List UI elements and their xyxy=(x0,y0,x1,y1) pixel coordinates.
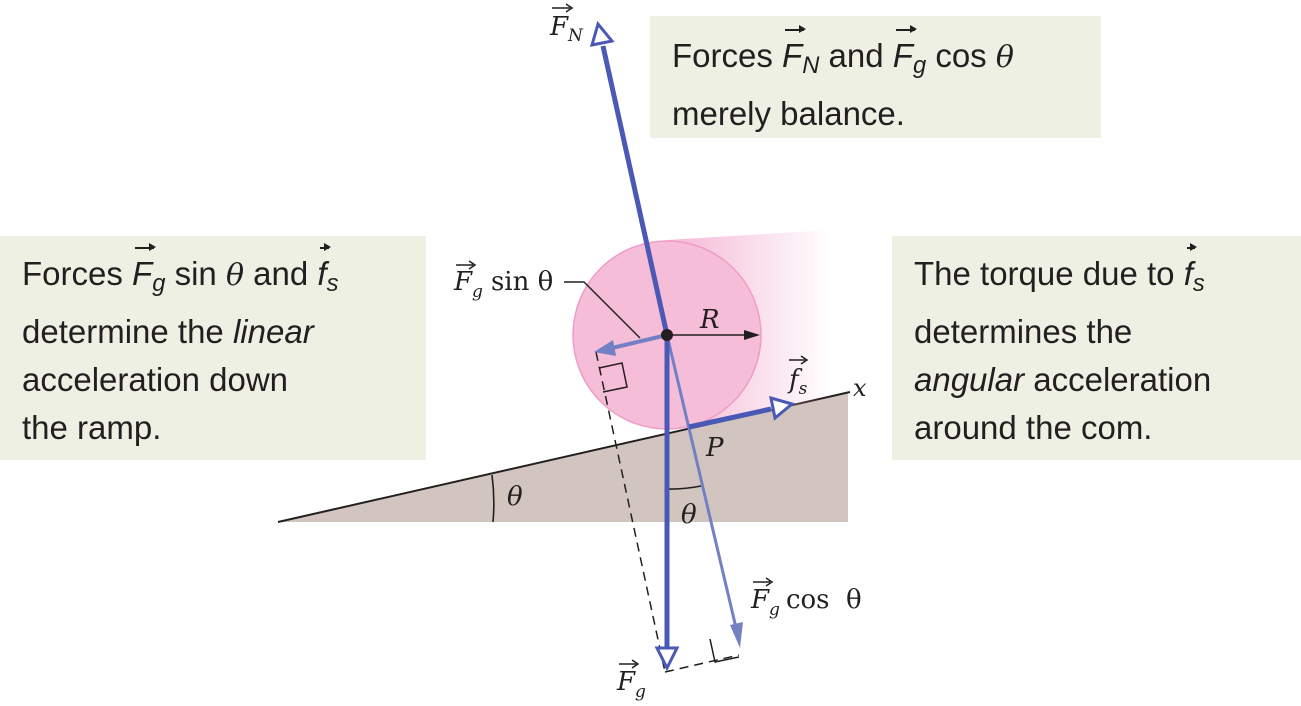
fg-label: Fg xyxy=(616,667,646,702)
caption-balance: Forces FN and Fg cos θ merely balance. xyxy=(650,16,1101,138)
caption-angular-line-1: The torque due to fs xyxy=(914,243,1301,308)
caption-emphasis: angular xyxy=(914,360,1025,398)
fg-cos-arrow-head xyxy=(730,622,743,648)
subscript: g xyxy=(152,269,166,297)
caption-text: determine the xyxy=(22,312,233,350)
subscript: g xyxy=(912,51,927,79)
caption-linear-line-4: the ramp. xyxy=(22,408,162,446)
fg-label-vector-arrow xyxy=(619,659,640,669)
caption-text: The torque due to xyxy=(914,255,1184,292)
contact-point-label: P xyxy=(705,433,724,463)
caption-emphasis: linear xyxy=(232,312,314,350)
caption-text: and xyxy=(819,37,893,74)
caption-linear-line-2: determine the linear xyxy=(22,308,426,356)
caption-balance-line-1: Forces FN and Fg cos θ xyxy=(672,25,1101,90)
caption-angular-line-3: angular acceleration xyxy=(914,356,1301,404)
right-angle-marker-bottom xyxy=(709,638,740,663)
fg-cos-label-vector-arrow xyxy=(753,577,774,587)
caption-text: cos xyxy=(926,37,996,74)
fs-label-vector-arrow xyxy=(789,355,809,365)
fg-sin-leader xyxy=(564,281,641,339)
dashed-line-left xyxy=(595,351,666,673)
fn-label: FN xyxy=(549,12,584,46)
vector-f: F xyxy=(893,25,918,80)
caption-text: Forces xyxy=(672,37,783,74)
radius-label: R xyxy=(699,305,720,335)
center-of-mass-dot xyxy=(661,329,673,341)
fn-arrow-shaft xyxy=(600,45,670,336)
fg-sin-arrow-head xyxy=(594,340,616,356)
caption-linear-line-1: Forces Fg sin θ and fs xyxy=(22,243,426,308)
caption-linear: Forces Fg sin θ and fs determine the lin… xyxy=(0,236,426,460)
caption-text: and xyxy=(244,255,318,292)
subscript: s xyxy=(1192,269,1205,297)
theta-ramp-label: θ xyxy=(507,482,523,512)
subscript: s xyxy=(326,269,339,297)
fg-arrow-head xyxy=(654,646,680,672)
vector-f: f xyxy=(1184,243,1198,298)
theta-arc-ramp xyxy=(491,474,495,523)
vector-f: F xyxy=(132,243,157,298)
right-angle-marker-top xyxy=(598,362,628,393)
fn-arrow-head xyxy=(589,20,615,47)
fs-arrow-shaft xyxy=(688,406,772,430)
caption-angular-line-4: around the com. xyxy=(914,408,1153,446)
caption-text: Forces xyxy=(22,255,133,292)
fn-label-vector-arrow xyxy=(552,3,574,13)
fs-arrow-head xyxy=(769,395,796,421)
dashed-line-bottom xyxy=(664,654,740,673)
caption-text: acceleration xyxy=(1024,360,1212,398)
vector-f: F xyxy=(782,25,807,80)
theta-lower-label: θ xyxy=(681,500,697,530)
radius-arrow-head xyxy=(744,330,760,340)
theta-symbol: θ xyxy=(995,40,1014,75)
subscript: N xyxy=(802,51,820,79)
vector-f: f xyxy=(317,243,331,298)
theta-symbol: θ xyxy=(225,258,245,293)
fg-sin-arrow-shaft xyxy=(611,333,668,350)
fg-sin-label-vector-arrow xyxy=(456,260,477,270)
caption-balance-line-2: merely balance. xyxy=(672,94,905,132)
caption-angular-line-2: determines the xyxy=(914,312,1133,350)
fg-cos-arrow-shaft xyxy=(665,334,739,633)
caption-linear-line-3: acceleration down xyxy=(22,360,288,398)
x-axis-label: x xyxy=(853,374,867,402)
caption-angular: The torque due to fs determines the angu… xyxy=(892,236,1301,460)
caption-text: sin xyxy=(165,255,226,292)
